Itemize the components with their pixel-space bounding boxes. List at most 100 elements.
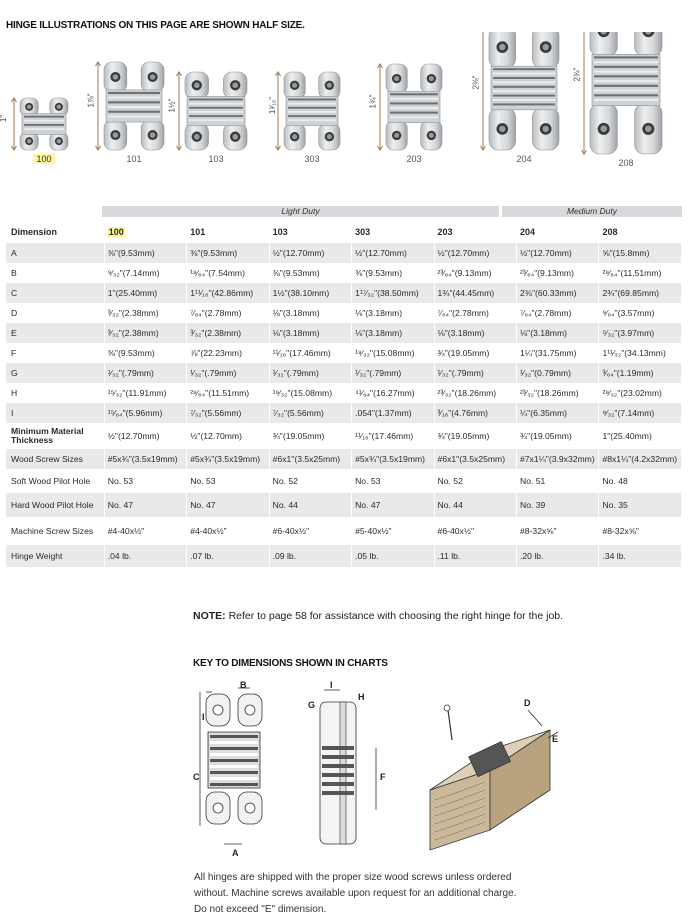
row-label: D — [6, 303, 105, 323]
cell-303: ⁴¹⁄₆₄"(16.27mm) — [351, 383, 435, 403]
cell-203: ¾"(19.05mm) — [434, 343, 518, 363]
cell-101: No. 53 — [186, 469, 270, 493]
medium-duty-label: Medium Duty — [502, 206, 682, 217]
row-label: I — [6, 403, 105, 423]
height-bracket — [480, 32, 486, 151]
key-letter-I: I — [330, 680, 333, 690]
cell-204: #7x1¼"(3.9x32mm) — [516, 449, 600, 469]
cell-303: ½"(12.70mm) — [351, 243, 435, 263]
header-model-208: 208 — [598, 221, 682, 243]
cell-100: ⁹⁄₃₂"(7.14mm) — [104, 263, 188, 283]
header-dimension: Dimension — [6, 221, 105, 243]
table-row: Wood Screw Sizes#5x¾"(3.5x19mm)#5x¾"(3.5… — [6, 449, 682, 469]
header-model-103: 103 — [269, 221, 353, 243]
hinge-height-label: 1³⁄₁₆" — [268, 96, 278, 115]
cell-100: ½"(12.70mm) — [104, 423, 188, 449]
footnote-line-2: without. Machine screws available upon r… — [194, 888, 517, 899]
cell-208: ⁹⁄₆₄"(3.57mm) — [598, 303, 682, 323]
cell-208: ⁹⁄₃₂"(7.14mm) — [598, 403, 682, 423]
cell-101: ¹⁄₃₂"(.79mm) — [186, 363, 270, 383]
header-model-303: 303 — [351, 221, 435, 243]
row-label: F — [6, 343, 105, 363]
cell-203: #6x1"(3.5x25mm) — [434, 449, 518, 469]
cell-101: No. 47 — [186, 493, 270, 517]
cell-103: #6-40x½" — [269, 517, 353, 545]
cell-101: ³⁄₃₂"(2.38mm) — [186, 323, 270, 343]
cell-303: ¹¹⁄₁₆"(17.46mm) — [351, 423, 435, 449]
hinge-height-label: 1¾" — [368, 94, 378, 109]
header-model-203: 203 — [434, 221, 518, 243]
key-letter-F: F — [380, 772, 386, 782]
cell-103: ¹⁹⁄₃₂"(15.08mm) — [269, 383, 353, 403]
height-bracket — [11, 97, 17, 151]
cell-208: 2¾"(69.85mm) — [598, 283, 682, 303]
cell-204: .20 lb. — [516, 545, 600, 567]
cell-303: ¹⁹⁄₃₂"(15.08mm) — [351, 343, 435, 363]
cell-203: .11 lb. — [434, 545, 518, 567]
cell-203: #6-40x½" — [434, 517, 518, 545]
cell-101: ½"(12.70mm) — [186, 423, 270, 449]
cell-101: 1¹¹⁄₁₆"(42.86mm) — [186, 283, 270, 303]
cell-101: ⅞"(22.23mm) — [186, 343, 270, 363]
header-model-100: 100 — [104, 221, 188, 243]
hinge-illustrations — [11, 32, 663, 155]
row-label: Hard Wood Pilot Hole — [6, 493, 105, 517]
cell-101: #5x¾"(3.5x19mm) — [186, 449, 270, 469]
cell-101: ⅜"(9.53mm) — [186, 243, 270, 263]
cell-100: ⅜"(9.53mm) — [104, 243, 188, 263]
hinge-203-illustration — [385, 63, 443, 151]
cell-303: ⅜"(9.53mm) — [351, 263, 435, 283]
cell-204: #8-32x⅝" — [516, 517, 600, 545]
hinge-height-label: 1⅞" — [86, 93, 96, 108]
cell-204: ²³⁄₆₄"(9.13mm) — [516, 263, 600, 283]
row-label: H — [6, 383, 105, 403]
hinge-101-illustration — [103, 61, 165, 151]
cell-103: .09 lb. — [269, 545, 353, 567]
cell-100: No. 53 — [104, 469, 188, 493]
hinge-height-label: 2⅜" — [471, 75, 481, 90]
hinge-model-label: 204 — [516, 154, 532, 164]
row-label: Wood Screw Sizes — [6, 449, 105, 469]
cell-204: ⁷⁄₆₄"(2.78mm) — [516, 303, 600, 323]
height-bracket — [176, 71, 182, 151]
cell-100: .04 lb. — [104, 545, 188, 567]
light-duty-label: Light Duty — [102, 206, 499, 217]
cell-203: No. 52 — [434, 469, 518, 493]
key-letter-C: C — [193, 772, 200, 782]
cell-100: ¹⁵⁄₆₄"(5.96mm) — [104, 403, 188, 423]
cell-100: ³⁄₃₂"(2.38mm) — [104, 323, 188, 343]
note: NOTE: Refer to page 58 for assistance wi… — [193, 610, 563, 622]
row-label: A — [6, 243, 105, 263]
cell-303: #5-40x½" — [351, 517, 435, 545]
cell-204: ⅛"(3.18mm) — [516, 323, 600, 343]
hinge-303-illustration — [283, 71, 341, 151]
cell-303: 1¹⁷⁄₃₂"(38.50mm) — [351, 283, 435, 303]
cell-303: ¹⁄₃₂"(.79mm) — [351, 363, 435, 383]
cell-303: No. 47 — [351, 493, 435, 517]
row-label: Machine Screw Sizes — [6, 517, 105, 545]
cell-101: ⁷⁄₆₄"(2.78mm) — [186, 303, 270, 323]
key-letter-A: A — [232, 848, 239, 858]
cell-103: ¹⁄₃₂"(.79mm) — [269, 363, 353, 383]
cell-208: #8x1¼"(4.2x32mm) — [598, 449, 682, 469]
cell-101: ¹⁹⁄₆₄"(7.54mm) — [186, 263, 270, 283]
hinge-model-label: 203 — [406, 154, 422, 164]
cell-100: ³⁄₃₂"(2.38mm) — [104, 303, 188, 323]
note-prefix: NOTE: — [193, 610, 226, 622]
cell-103: ½"(12.70mm) — [269, 243, 353, 263]
cell-203: ⅛"(3.18mm) — [434, 323, 518, 343]
cell-303: ⅛"(3.18mm) — [351, 323, 435, 343]
hinge-103-illustration — [184, 71, 248, 151]
cell-103: #6x1"(3.5x25mm) — [269, 449, 353, 469]
footnote-line-3: Do not exceed "E" dimension. — [194, 904, 327, 915]
cell-100: No. 47 — [104, 493, 188, 517]
